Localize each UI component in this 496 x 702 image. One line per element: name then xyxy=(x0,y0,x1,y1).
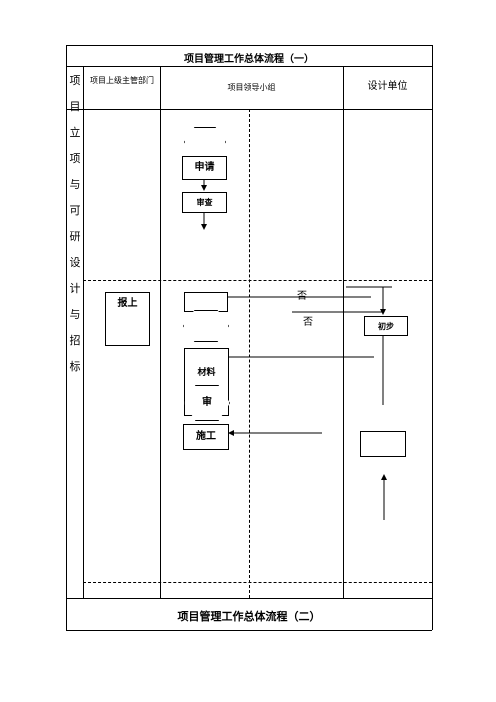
flow-two-top xyxy=(66,598,432,599)
apply-label: 申请 xyxy=(194,162,215,173)
frame-top xyxy=(66,45,432,46)
side-char: 标 xyxy=(69,360,81,373)
side-char: 项 xyxy=(69,74,81,87)
side-char: 与 xyxy=(69,178,81,191)
side-char: 研 xyxy=(69,230,81,243)
side-char: 项 xyxy=(69,152,81,165)
lane-divider-group xyxy=(249,109,250,598)
lane-divider-design xyxy=(343,66,344,598)
flow-title-two: 项目管理工作总体流程（二） xyxy=(177,610,321,623)
examine-box: 审查 xyxy=(182,192,227,213)
construct-group-box: 施工 xyxy=(183,424,229,450)
side-char: 设 xyxy=(69,256,81,269)
review-diamond: 审 xyxy=(184,385,230,421)
design-start-label: 初步 xyxy=(378,321,394,331)
flow-two-right xyxy=(432,598,433,630)
side-char: 立 xyxy=(69,126,81,139)
review-label: 审 xyxy=(202,397,212,408)
flow-two-bottom xyxy=(66,630,432,631)
report-box: 报上 xyxy=(105,292,150,346)
phase-separator xyxy=(83,280,432,281)
materials-label: 材料 xyxy=(197,368,216,378)
side-char: 目 xyxy=(69,100,81,113)
flow-title-one: 项目管理工作总体流程（一） xyxy=(184,54,314,65)
frame-right xyxy=(432,45,433,598)
group-entry-box xyxy=(184,292,228,312)
lane-header-superior: 项目上级主管部门 xyxy=(90,76,154,85)
side-char: 计 xyxy=(69,282,81,295)
apply-box: 申请 xyxy=(182,156,227,180)
edge-label-no-one: 否 xyxy=(297,291,307,302)
report-label: 报上 xyxy=(117,298,138,309)
lane-divider-superior xyxy=(160,66,161,598)
lane-header-design: 设计单位 xyxy=(367,81,408,92)
side-char: 与 xyxy=(69,308,81,321)
design-start-box: 初步 xyxy=(364,316,408,336)
design-drawing-box xyxy=(360,431,406,457)
frame-left xyxy=(66,45,67,630)
lane-header-group: 项目领导小组 xyxy=(227,83,276,92)
phase-separator-bottom xyxy=(83,582,432,583)
title-divider xyxy=(66,66,432,67)
edge-label-no-two: 否 xyxy=(303,317,313,328)
side-char: 招 xyxy=(69,334,81,347)
decision-diamond-one xyxy=(183,310,229,342)
side-char: 可 xyxy=(69,204,81,217)
side-column-divider xyxy=(83,66,84,598)
construct-group-label: 施工 xyxy=(196,431,216,442)
examine-label: 审查 xyxy=(196,197,213,207)
